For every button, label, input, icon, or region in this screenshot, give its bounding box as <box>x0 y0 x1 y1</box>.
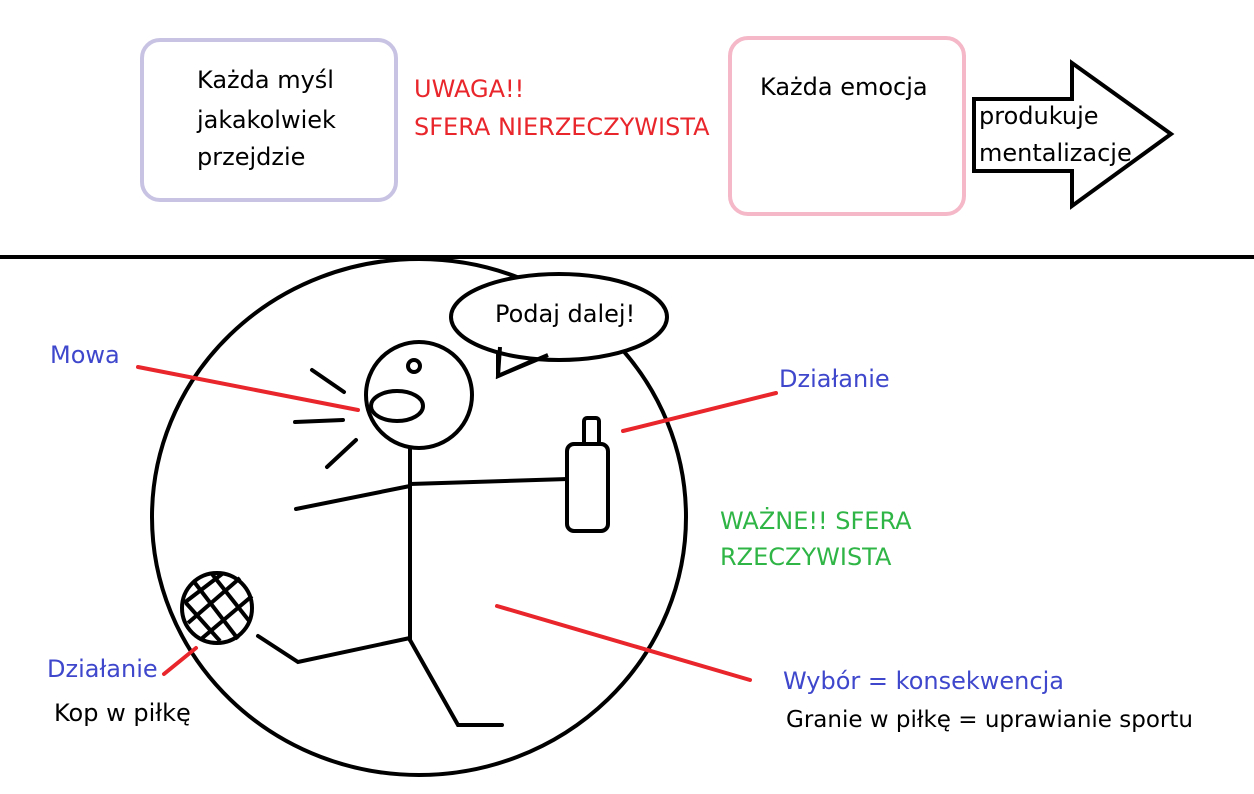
figure-eye <box>406 358 422 374</box>
label-dzialanie-ball: Działanie <box>47 655 158 683</box>
thought-box <box>140 38 398 202</box>
pointer-ball <box>162 646 198 676</box>
label-kop: Kop w piłkę <box>54 699 191 727</box>
figure-arm-left <box>294 484 412 511</box>
pointer-bottle <box>621 391 778 433</box>
important-text: WAŻNE!! SFERA RZECZYWISTA <box>720 506 919 571</box>
arrow-shape <box>972 59 1175 210</box>
pointer-wybor <box>495 604 752 682</box>
pointer-lines <box>136 365 778 682</box>
sound-line-3 <box>325 438 358 469</box>
important-line-2: RZECZYWISTA <box>720 543 892 571</box>
emotion-box <box>728 36 966 216</box>
label-dzialanie-bottle: Działanie <box>779 365 890 393</box>
speech-text: Podaj dalej! <box>495 300 635 328</box>
figure-mouth <box>369 389 425 423</box>
bottle <box>565 416 610 533</box>
arrow-line-2: mentalizacje <box>979 139 1132 167</box>
label-wybor: Wybór = konsekwencja <box>783 667 1064 695</box>
warning-text: UWAGA!! SFERA NIERZECZYWISTA <box>414 75 710 141</box>
speech-bubble: Podaj dalej! <box>449 272 669 380</box>
sound-line-2 <box>293 418 345 424</box>
thought-line-3: przejdzie <box>197 143 305 171</box>
warning-line-2: SFERA NIERZECZYWISTA <box>414 113 710 141</box>
warning-line-1: UWAGA!! <box>414 75 524 103</box>
figure-leg-stand <box>408 638 504 727</box>
important-line-1: WAŻNE!! SFERA <box>720 506 912 535</box>
ball <box>180 571 254 645</box>
arrow-line-1: produkuje <box>979 102 1099 130</box>
thought-text: Każda myśl jakakolwiek przejdzie <box>196 66 344 171</box>
reality-circle <box>150 257 688 777</box>
label-granie: Granie w piłkę = uprawianie sportu <box>786 707 1193 733</box>
thought-line-2: jakakolwiek <box>196 106 336 134</box>
figure-leg-kick <box>256 634 412 665</box>
stick-figure <box>256 340 570 727</box>
thought-line-1: Każda myśl <box>197 66 334 94</box>
arrow-text: produkuje mentalizacje <box>979 102 1132 167</box>
emotion-text: Każda emocja <box>760 73 928 101</box>
pointer-mowa <box>136 365 360 412</box>
label-mowa: Mowa <box>50 341 120 369</box>
figure-arm-right <box>408 477 570 486</box>
sound-line-1 <box>310 368 346 394</box>
